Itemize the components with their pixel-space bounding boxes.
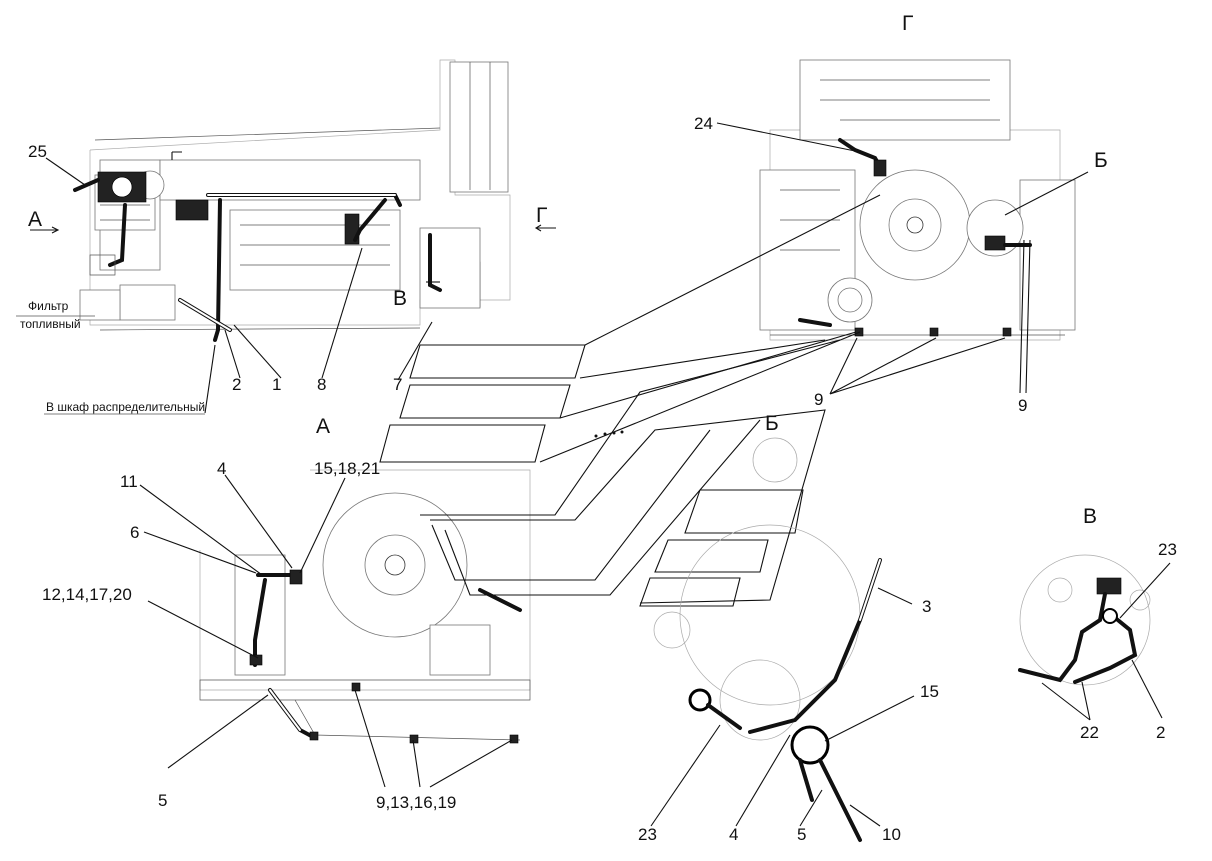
view-title-g: Г: [902, 12, 913, 35]
callout-4-view-a: 4: [217, 459, 226, 478]
leader-lines: [45, 122, 1171, 827]
stepped-leader-shape: [379, 194, 881, 607]
detail-letter-b: Б: [1094, 149, 1108, 172]
callout-9-13-16-19: 9,13,16,19: [376, 793, 456, 812]
callout-25: 25: [28, 142, 47, 161]
notes: Фильтр топливный В шкаф распределительны…: [16, 299, 205, 415]
callouts: 25 1 2 8 7 24 9 9 11 4 6 15,18,21 12,14,…: [28, 114, 1177, 844]
callout-11: 11: [120, 472, 138, 491]
callout-23-view-v: 23: [1158, 540, 1177, 559]
callout-10: 10: [882, 825, 901, 844]
view-letters: А Г В А Б Г В Б: [28, 12, 1108, 528]
callout-2-view-v: 2: [1156, 723, 1165, 742]
callout-4-view-b: 4: [729, 825, 738, 844]
view-title-v: В: [1083, 505, 1097, 528]
callout-5-view-b: 5: [797, 825, 806, 844]
callout-9-rear-b: 9: [1018, 396, 1027, 415]
callout-7: 7: [393, 375, 402, 394]
arrow-letter-a: А: [28, 208, 42, 231]
callout-22: 22: [1080, 723, 1099, 742]
view-title-a: А: [316, 415, 330, 438]
callout-8: 8: [317, 375, 326, 394]
note-filter-line1: Фильтр: [28, 299, 69, 313]
callout-6: 6: [130, 523, 139, 542]
main-engine-view: [73, 59, 511, 342]
callout-24: 24: [694, 114, 713, 133]
view-v-starter: [1018, 554, 1151, 686]
callout-1: 1: [272, 375, 281, 394]
view-title-b: Б: [765, 412, 779, 435]
callout-12-14-17-20: 12,14,17,20: [42, 585, 132, 604]
callout-15: 15: [920, 682, 939, 701]
note-to-cabinet: В шкаф распределительный: [46, 400, 205, 414]
view-g-rear: [759, 59, 1076, 341]
view-b-alternator: [653, 437, 882, 842]
callout-23-view-b: 23: [638, 825, 657, 844]
callout-2: 2: [232, 375, 241, 394]
arrow-letter-g: Г: [536, 204, 547, 227]
arrow-letter-v: В: [393, 287, 407, 310]
callout-5-view-a: 5: [158, 791, 167, 810]
note-filter-line2: топливный: [20, 317, 81, 331]
view-arrows: [30, 151, 556, 283]
callout-3: 3: [922, 597, 931, 616]
view-a-engine: [199, 469, 531, 744]
callout-9-rear-a: 9: [814, 390, 823, 409]
callout-15-18-21: 15,18,21: [314, 459, 380, 478]
